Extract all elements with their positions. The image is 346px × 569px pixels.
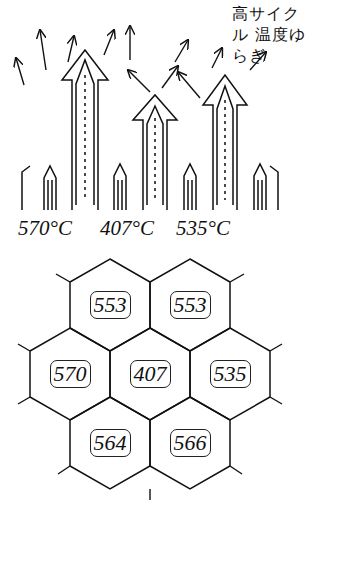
hex-cell: 570	[30, 328, 110, 420]
temperature-label: 535°C	[176, 216, 230, 241]
fluctuation-arrows	[16, 26, 266, 98]
hex-cell: 553	[150, 259, 230, 351]
note-text: 高サイクル 温度ゆらぎ	[232, 4, 317, 66]
jet-arrows	[22, 50, 278, 210]
hex-cell: 407	[110, 328, 190, 420]
temperature-value: 570	[50, 360, 91, 387]
temperature-label: 570°C	[18, 216, 72, 241]
temperature-value: 553	[170, 291, 211, 318]
hex-cell: 553	[70, 259, 150, 351]
hex-cell: 566	[150, 397, 230, 489]
temperature-value: 566	[170, 429, 211, 456]
temperature-label: 407°C	[100, 216, 154, 241]
temperature-value: 553	[90, 291, 131, 318]
temperature-value: 535	[210, 360, 251, 387]
temperature-value: 564	[90, 429, 131, 456]
temperature-value: 407	[130, 360, 171, 387]
hex-cell: 564	[70, 397, 150, 489]
hex-cell: 535	[190, 328, 270, 420]
